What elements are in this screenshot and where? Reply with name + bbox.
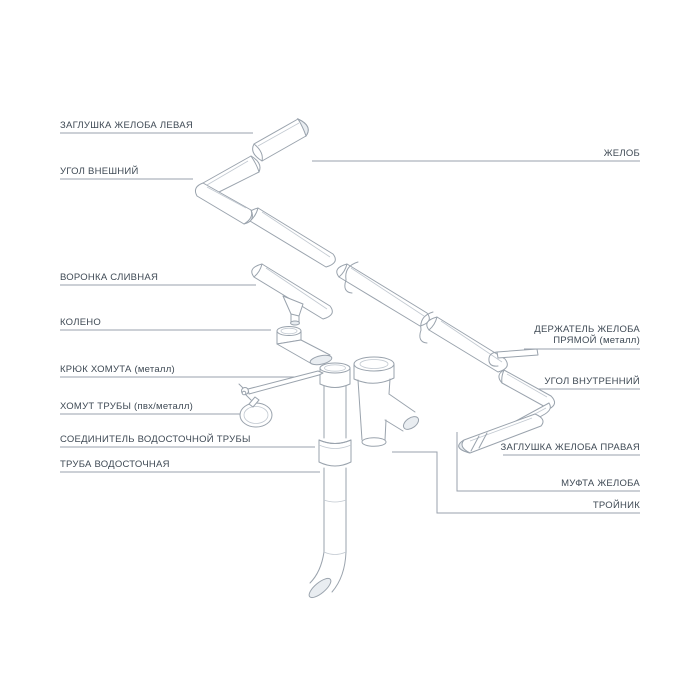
label-pipe-clamp: ХОМУТ ТРУБЫ (пвх/металл) — [60, 401, 193, 412]
leader-gutter-coupling — [456, 432, 640, 492]
label-text: ТРОЙНИК — [592, 500, 640, 511]
downpipe-drawing — [319, 362, 351, 439]
label-text: КРЮК ХОМУТА (металл) — [60, 364, 175, 375]
label-drain-funnel: ВОРОНКА СЛИВНАЯ — [60, 272, 158, 283]
label-text: ЖЕЛОБ — [603, 148, 640, 159]
gutter-section-drawing — [426, 316, 508, 373]
tee-drawing — [353, 356, 420, 447]
label-text: МУФТА ЖЕЛОБА — [561, 478, 640, 489]
label-text: КОЛЕНО — [60, 317, 102, 328]
label-text: ЗАГЛУШКА ЖЕЛОБА ПРАВАЯ — [500, 442, 640, 453]
downpipe-connector-drawing — [318, 439, 352, 467]
label-gutter-holder-straight: ДЕРЖАТЕЛЬ ЖЕЛОБА ПРЯМОЙ (металл) — [534, 324, 640, 346]
gutter-holder-clip-drawing — [344, 261, 434, 344]
label-text: ЗАГЛУШКА ЖЕЛОБА ЛЕВАЯ — [60, 120, 193, 131]
label-gutter-coupling: МУФТА ЖЕЛОБА — [561, 478, 640, 489]
gutter-holder-straight-drawing — [488, 348, 539, 367]
gutter-section-drawing — [247, 207, 336, 268]
label-text: ХОМУТ ТРУБЫ (пвх/металл) — [60, 401, 194, 412]
label-elbow: КОЛЕНО — [60, 317, 101, 328]
pipe-clamp-drawing — [239, 390, 273, 428]
clamp-hook-drawing — [238, 370, 324, 395]
label-text: УГОЛ ВНЕШНИЙ — [60, 166, 139, 177]
label-downpipe: ТРУБА ВОДОСТОЧНАЯ — [60, 459, 170, 470]
outer-corner-drawing — [195, 155, 261, 225]
leader-lines — [60, 132, 640, 514]
label-downpipe-connector: СОЕДИНИТЕЛЬ ВОДОСТОЧНОЙ ТРУБЫ — [60, 434, 251, 445]
label-tee: ТРОЙНИК — [593, 500, 640, 511]
label-text-line2: ПРЯМОЙ (металл) — [553, 335, 640, 346]
parts-drawing — [195, 117, 555, 599]
right-end-cap-drawing — [458, 413, 544, 454]
label-text: ТРУБА ВОДОСТОЧНАЯ — [60, 459, 170, 470]
label-outer-corner: УГОЛ ВНЕШНИЙ — [60, 166, 139, 177]
label-gutter: ЖЕЛОБ — [604, 148, 640, 159]
gutter-section-drawing — [336, 263, 430, 327]
elbow-drawing — [276, 326, 333, 366]
drain-funnel-drawing — [251, 263, 333, 326]
label-text: УГОЛ ВНУТРЕННИЙ — [544, 376, 640, 387]
label-text: СОЕДИНИТЕЛЬ ВОДОСТОЧНОЙ ТРУБЫ — [60, 434, 251, 445]
label-inner-corner: УГОЛ ВНУТРЕННИЙ — [544, 376, 640, 387]
label-text: ВОРОНКА СЛИВНАЯ — [60, 272, 159, 283]
gutter-coupling-drawing — [470, 432, 488, 452]
leader-tee — [392, 451, 640, 514]
label-text-line1: ДЕРЖАТЕЛЬ ЖЕЛОБА — [534, 324, 640, 335]
label-clamp-hook: КРЮК ХОМУТА (металл) — [60, 364, 175, 375]
label-gutter-end-cap-left: ЗАГЛУШКА ЖЕЛОБА ЛЕВАЯ — [60, 120, 193, 131]
label-gutter-end-cap-right: ЗАГЛУШКА ЖЕЛОБА ПРАВАЯ — [501, 442, 641, 453]
downpipe-outlet-drawing — [308, 467, 347, 599]
left-end-cap-drawing — [252, 117, 309, 162]
